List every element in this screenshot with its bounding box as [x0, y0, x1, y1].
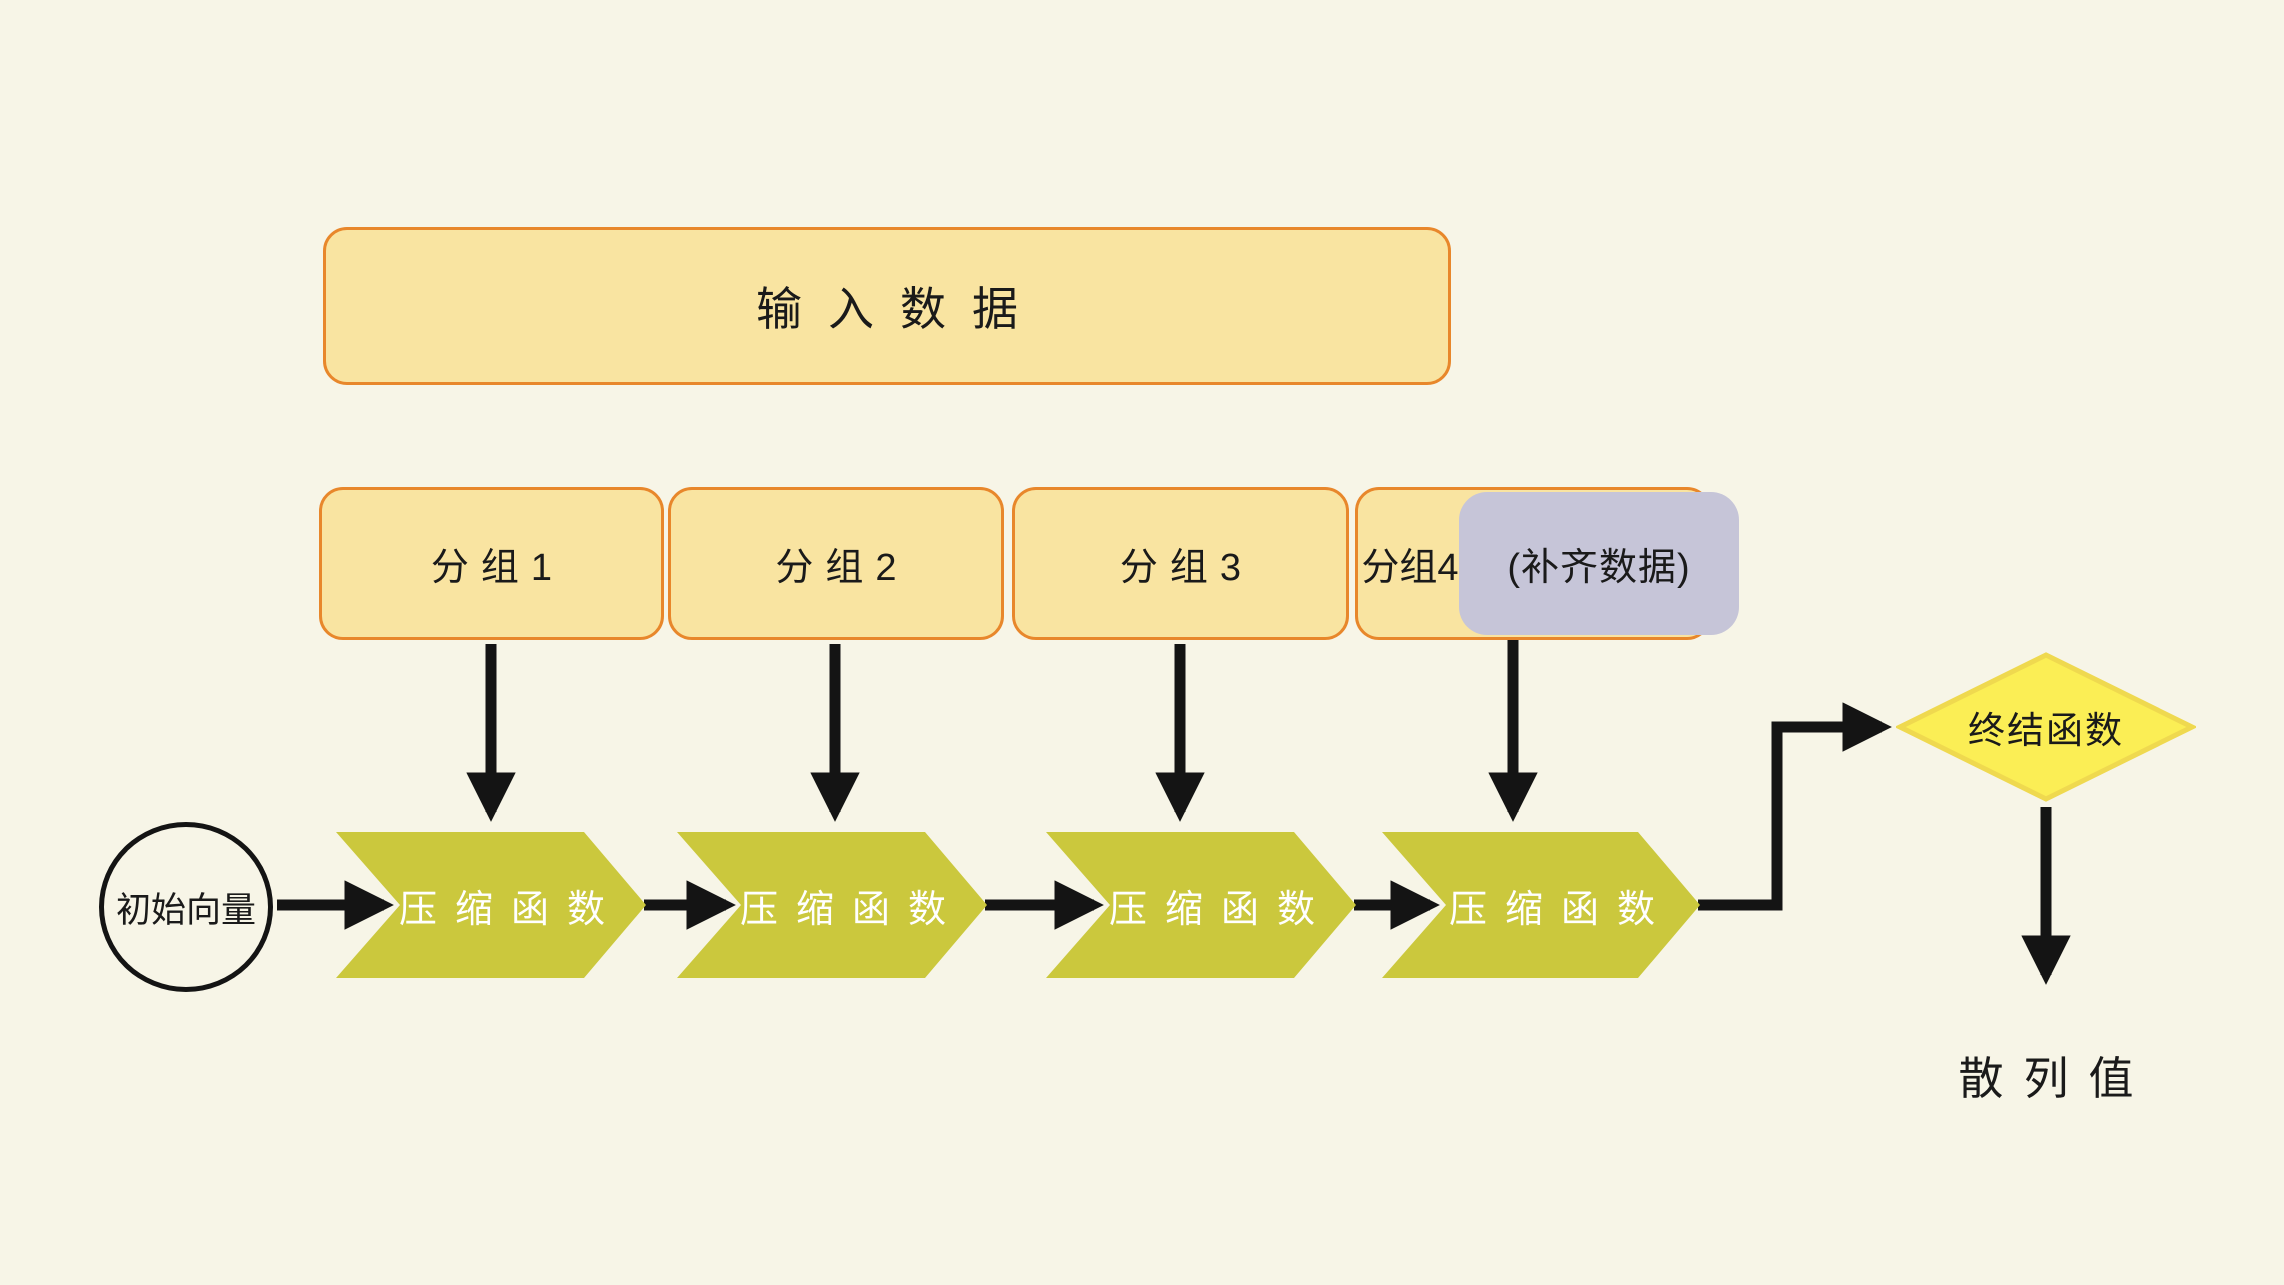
padding-data-label: (补齐数据): [1507, 547, 1691, 589]
group3-label: 分组3: [1119, 547, 1254, 589]
compression-function-2: 压缩函数: [677, 832, 987, 978]
group1-label: 分组1: [430, 547, 565, 589]
compression-function-3: 压缩函数: [1046, 832, 1356, 978]
group1-box: 分组1: [319, 487, 664, 640]
compression-function-4-label: 压缩函数: [1448, 888, 1673, 931]
compression-function-1-label: 压缩函数: [398, 888, 623, 931]
diamond-shape: [1896, 652, 2196, 802]
arrow-compress4-to-final: [1698, 702, 1892, 911]
initial-vector-label: 初始向量: [115, 890, 256, 930]
compression-function-3-label: 压缩函数: [1108, 888, 1333, 931]
final-function-label: 终结函数: [1968, 710, 2124, 751]
compression-function-2-label: 压缩函数: [739, 888, 964, 931]
final-function-diamond: 终结函数: [1896, 652, 2196, 802]
compression-function-1: 压缩函数: [336, 832, 646, 978]
input-data-box: 输入数据: [323, 227, 1451, 385]
padding-data-box: (补齐数据): [1459, 492, 1739, 635]
group3-box: 分组3: [1012, 487, 1349, 640]
group4-label: 分组4: [1361, 547, 1459, 589]
input-data-label: 输入数据: [756, 283, 1044, 335]
group2-label: 分组2: [775, 547, 909, 589]
hash-value-text: 散列值: [1958, 1053, 2154, 1104]
group2-box: 分组2: [668, 487, 1004, 640]
initial-vector-circle: 初始向量: [99, 822, 273, 992]
compression-function-4: 压缩函数: [1382, 832, 1700, 978]
